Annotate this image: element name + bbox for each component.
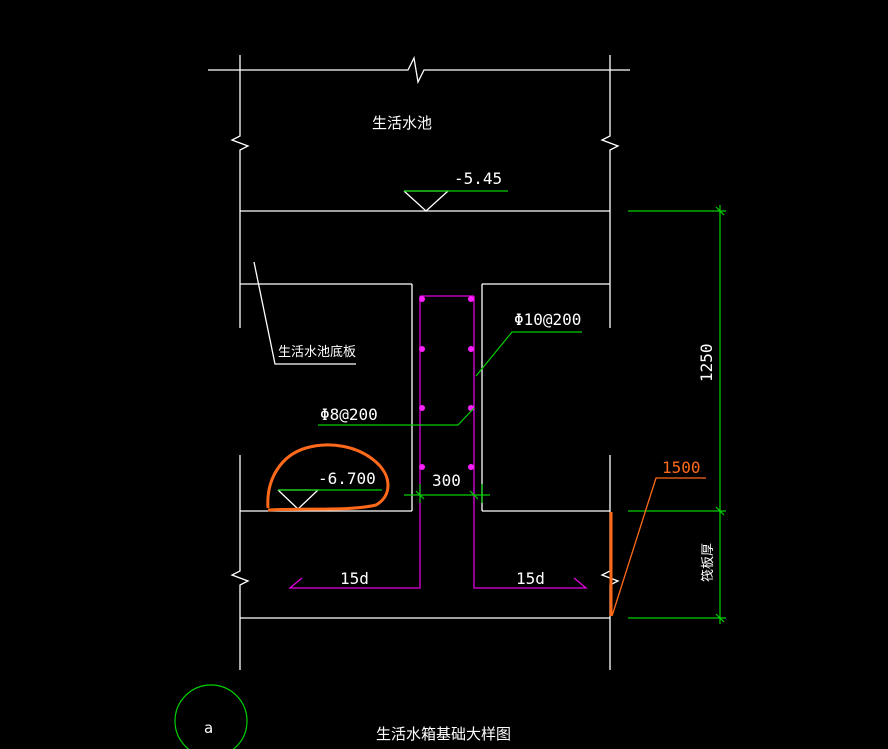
- beam-width-label: 300: [432, 471, 461, 490]
- rebar-dot: [419, 346, 425, 352]
- right-wall-upper: [600, 55, 620, 328]
- elev-marker-bottom: [277, 489, 320, 510]
- markup-leader: [611, 477, 706, 617]
- structure-outlines: [208, 55, 630, 670]
- elevation-bottom-label: -6.700: [318, 469, 376, 488]
- elevation-top-label: -5.45: [454, 169, 502, 188]
- rebar-dot: [468, 405, 474, 411]
- pool-name-label: 生活水池: [372, 114, 432, 132]
- rebar-leaders: [318, 331, 582, 426]
- top-break-line: [208, 55, 630, 85]
- markup-annotations: [266, 443, 706, 617]
- pool-bottom-label: 生活水池底板: [278, 344, 356, 360]
- rebar-dot: [468, 296, 474, 302]
- drawing-title: 生活水箱基础大样图: [376, 725, 511, 743]
- left-wall-upper: [230, 55, 250, 328]
- beam-width-dimension: [404, 484, 490, 503]
- elevation-leaders: [278, 190, 508, 491]
- dimension-height-label: 1250: [697, 343, 716, 382]
- beam-width-tick: [469, 490, 479, 500]
- elev-marker-top: [403, 190, 450, 212]
- dim-tick: [715, 506, 725, 516]
- dimension-slab-label: 1500: [662, 458, 701, 477]
- rebar-dot: [419, 464, 425, 470]
- rebar-tie-leader: [318, 407, 475, 426]
- rebar-main-leader: [475, 331, 582, 377]
- dim-tick: [715, 613, 725, 623]
- left-wall-lower: [230, 455, 250, 670]
- pool-bottom-leader: [253, 261, 356, 365]
- rebar-dot: [419, 405, 425, 411]
- detail-mark-circle: [174, 684, 248, 749]
- stirrup-right-leg: [473, 296, 588, 589]
- anchor-right-label: 15d: [516, 569, 545, 588]
- rebar-dot: [468, 464, 474, 470]
- rebar-dot: [419, 296, 425, 302]
- anchor-left-label: 15d: [340, 569, 369, 588]
- slab-thickness-label: 筏板厚: [700, 543, 716, 582]
- rebar-tie-label: Φ8@200: [320, 405, 378, 424]
- stirrup-left-leg: [288, 296, 421, 589]
- detail-mark-letter: a: [204, 719, 213, 737]
- rebar-dot: [468, 346, 474, 352]
- rebar-dots: [419, 296, 474, 470]
- dim-tick: [715, 206, 725, 216]
- vertical-dimensions: [628, 205, 726, 624]
- rebar-cage: [288, 295, 588, 589]
- rebar-main-label: Φ10@200: [514, 310, 581, 329]
- markup-cloud: [266, 443, 390, 512]
